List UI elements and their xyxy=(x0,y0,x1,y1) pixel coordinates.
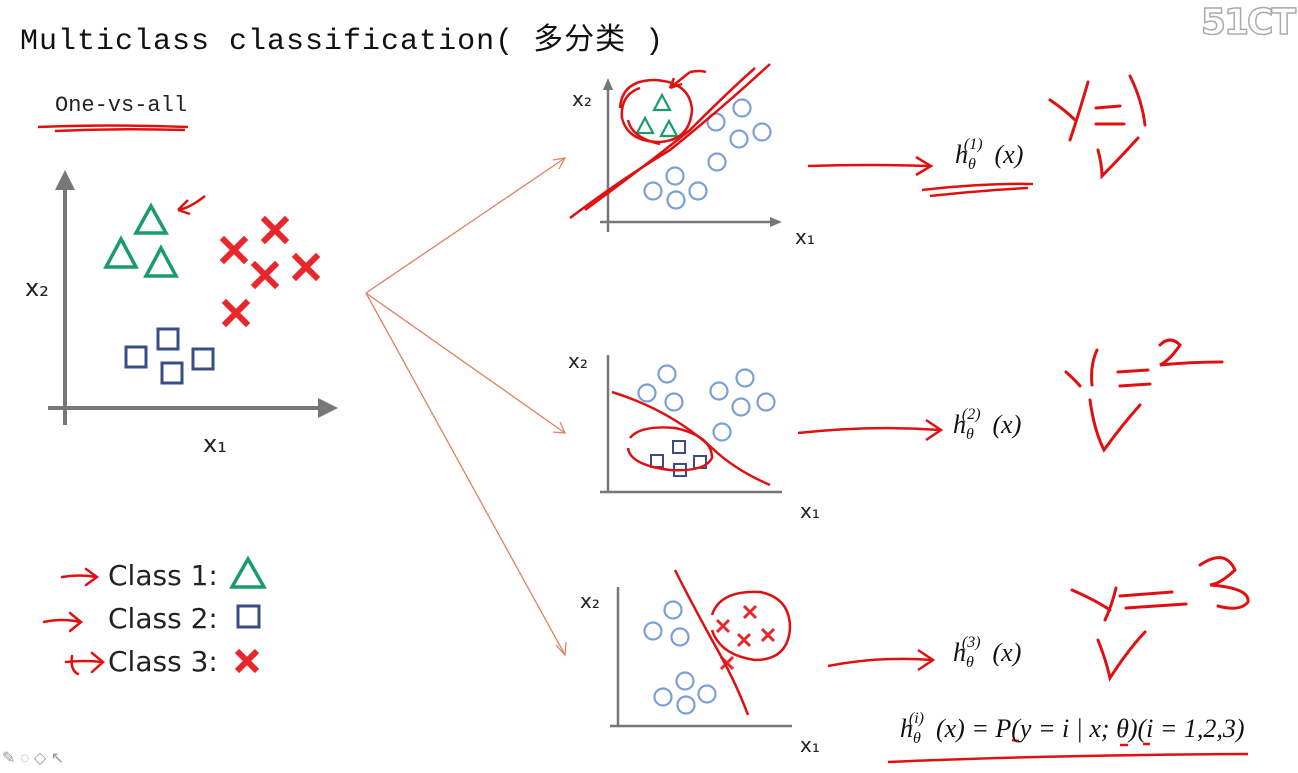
sub2-y-label: x₂ xyxy=(568,349,588,373)
triangle-marker xyxy=(133,202,169,235)
legend-arrows xyxy=(42,567,105,676)
square-marker xyxy=(124,345,148,369)
main-plot: x₂ x₁ xyxy=(25,170,338,458)
eraser-icon[interactable]: ◇ xyxy=(33,750,47,767)
legend-cross-icon xyxy=(234,648,260,674)
legend-square-icon xyxy=(236,604,261,629)
sub3-y-label: x₂ xyxy=(580,589,600,613)
cross-marker xyxy=(260,215,290,245)
hypothesis-3: hθ(3)(x) xyxy=(953,634,1022,672)
legend-class-3: Class 3: xyxy=(108,645,218,678)
triangle-marker xyxy=(103,235,139,269)
annotation-toolbar[interactable]: ✎ ◌ ◇ ↖ xyxy=(2,748,64,768)
legend-markers xyxy=(228,555,268,674)
brush-icon[interactable]: ◌ xyxy=(19,750,30,767)
sub-plot-3: x₂ x₁ xyxy=(580,569,820,757)
cross-marker xyxy=(291,252,321,282)
sub1-y-label: x₂ xyxy=(572,87,592,111)
probability-formula: hθ(i)(x) = P(y = i | x; θ)(i = 1,2,3) xyxy=(900,710,1245,748)
square-marker xyxy=(156,327,180,351)
sub3-x-label: x₁ xyxy=(800,733,820,757)
main-y-label: x₂ xyxy=(25,274,49,302)
main-x-label: x₁ xyxy=(203,430,227,458)
pen-icon[interactable]: ✎ xyxy=(2,750,16,767)
cross-marker xyxy=(219,235,249,265)
sub-plot-2: x₂ x₁ xyxy=(568,349,820,523)
cross-marker xyxy=(221,298,251,328)
title-en: Multiclass classification xyxy=(20,25,496,59)
square-marker xyxy=(160,361,184,385)
watermark: 51CT xyxy=(1200,1,1297,44)
title-cn: ( 多分类 ) xyxy=(495,25,665,59)
square-marker xyxy=(191,347,215,371)
triangle-marker xyxy=(143,244,179,278)
sub2-x-label: x₁ xyxy=(800,499,820,523)
legend-class-2: Class 2: xyxy=(108,602,218,635)
cross-marker xyxy=(250,260,280,290)
sub1-x-label: x₁ xyxy=(795,225,815,249)
sub-plot-1: x₂ x₁ xyxy=(569,63,815,249)
pointer-icon[interactable]: ↖ xyxy=(50,750,64,767)
legend-class-1: Class 1: xyxy=(108,559,218,592)
hypothesis-2: hθ(2)(x) xyxy=(953,406,1022,444)
hypothesis-arrows xyxy=(797,155,1034,672)
subtitle: One-vs-all xyxy=(55,93,188,118)
handwritten-annotations xyxy=(1048,74,1250,682)
page-title: Multiclass classification( 多分类 ) xyxy=(20,14,664,59)
legend-triangle-icon xyxy=(228,555,268,589)
hypothesis-1: hθ(1)(x) xyxy=(955,136,1024,174)
fanout-arrows xyxy=(365,157,567,657)
